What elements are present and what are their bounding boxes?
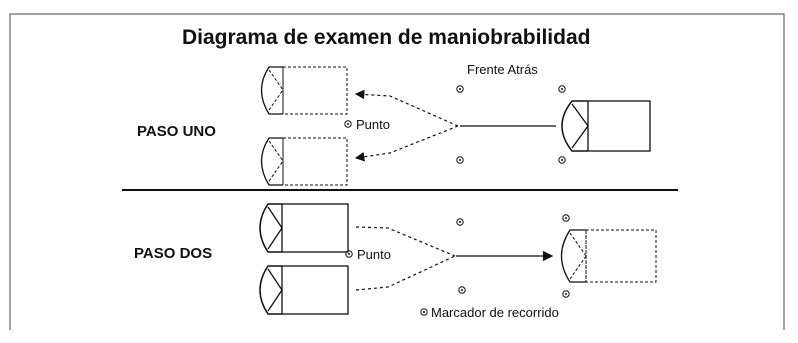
point-marker-icon	[344, 120, 352, 128]
step-one-path-upper	[354, 89, 459, 127]
course-marker-icon	[456, 85, 464, 93]
step-one-label: PASO UNO	[137, 123, 216, 140]
point-marker-icon	[345, 250, 353, 258]
course-marker-icon	[558, 85, 566, 93]
course-marker-icon	[562, 214, 570, 222]
diagram-title: Diagrama de examen de maniobrabilidad	[182, 26, 591, 49]
step-one-vehicle-left-bottom	[260, 137, 348, 186]
legend-marker-icon	[420, 308, 428, 316]
diagram-border	[9, 13, 785, 330]
course-marker-icon	[458, 286, 466, 294]
step-two-vehicle-left-top	[259, 203, 349, 253]
course-marker-icon	[558, 156, 566, 164]
step-one-vehicle-left-top	[260, 66, 348, 115]
step-two-path-upper	[355, 226, 456, 257]
course-marker-icon	[456, 156, 464, 164]
course-marker-icon	[456, 218, 464, 226]
step-two-point-label: Punto	[357, 247, 391, 262]
step-one-vehicle-right	[561, 100, 651, 152]
legend-marker-label: Marcador de recorrido	[431, 305, 559, 320]
step-one-path-lower	[354, 125, 459, 162]
step-two-vehicle-right	[560, 229, 657, 283]
direction-label: Frente Atrás	[467, 62, 538, 77]
step-one-point-label: Punto	[356, 117, 390, 132]
step-two-label: PASO DOS	[134, 245, 213, 262]
course-marker-icon	[562, 290, 570, 298]
step-two-vehicle-left-bottom	[259, 265, 349, 315]
step-two-path-lower	[355, 255, 456, 291]
